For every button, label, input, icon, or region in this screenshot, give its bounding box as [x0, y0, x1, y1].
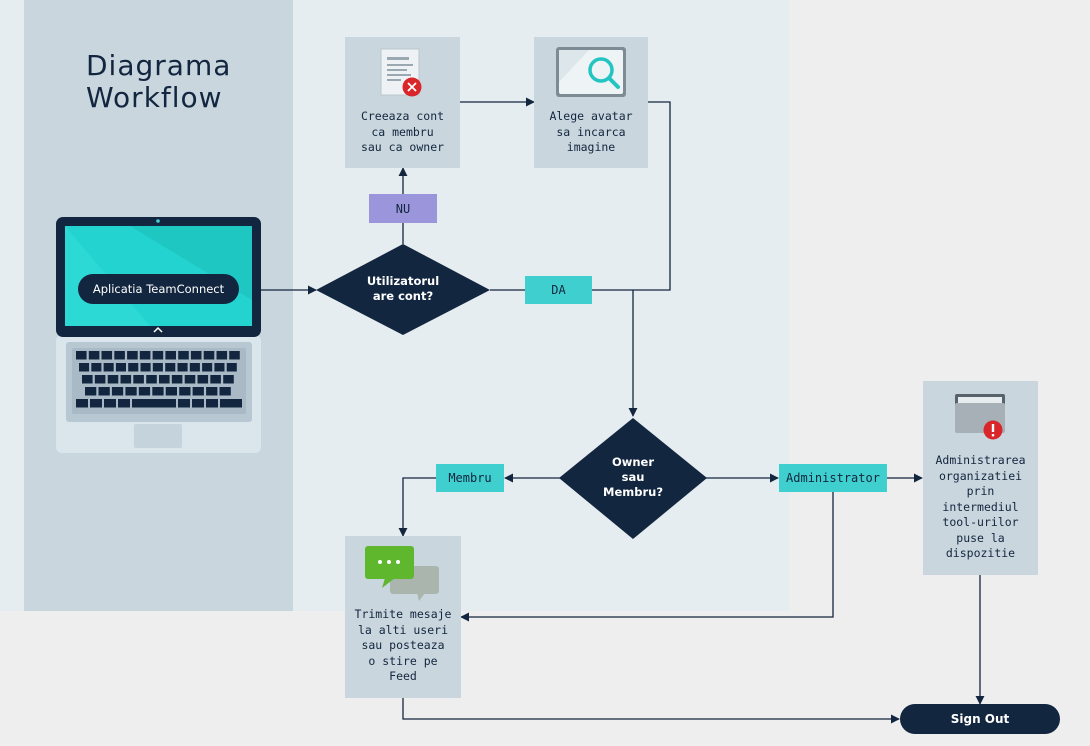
step-administration: Administrarea organizatiei prin intermed…: [923, 381, 1038, 575]
step-choose-avatar-text: Alege avatar sa incarca imagine: [549, 109, 633, 154]
step-create-account: Creeaza cont ca membru sau ca owner: [345, 37, 460, 168]
tag-yes: DA: [525, 276, 592, 304]
decision-account-text: Utilizatorul are cont?: [366, 274, 440, 303]
tag-administrator: Administrator: [779, 464, 887, 492]
laptop-icon: [56, 217, 261, 453]
step-send-messages-text: Trimite mesaje la alti useri sau posteaz…: [354, 607, 452, 683]
arrow-admin-to-messages: [460, 492, 834, 622]
arrow-messages-to-signout: [402, 698, 900, 724]
step-send-messages: Trimite mesaje la alti useri sau posteaz…: [345, 536, 461, 698]
diagram-title: Diagrama Workflow: [86, 49, 232, 114]
search-window-icon: [556, 47, 626, 97]
decision-diamond-role: [559, 418, 707, 539]
step-choose-avatar: Alege avatar sa incarca imagine: [534, 37, 648, 168]
tag-no: NU: [369, 194, 437, 223]
step-administration-text: Administrarea organizatiei prin intermed…: [935, 453, 1026, 560]
app-label: Aplicatia TeamConnect: [78, 274, 239, 304]
decision-role-text: Owner sau Membru?: [603, 455, 663, 499]
chat-bubbles-icon: [365, 546, 439, 601]
decision-diamond-account: [316, 244, 490, 335]
document-error-icon: [380, 48, 422, 97]
step-create-account-text: Creeaza cont ca membru sau ca owner: [360, 109, 445, 154]
tag-member: Membru: [436, 464, 504, 492]
arrow-member-to-messages: [398, 477, 436, 537]
folder-alert-icon: [955, 394, 1005, 440]
sign-out-terminal: Sign Out: [900, 704, 1060, 734]
